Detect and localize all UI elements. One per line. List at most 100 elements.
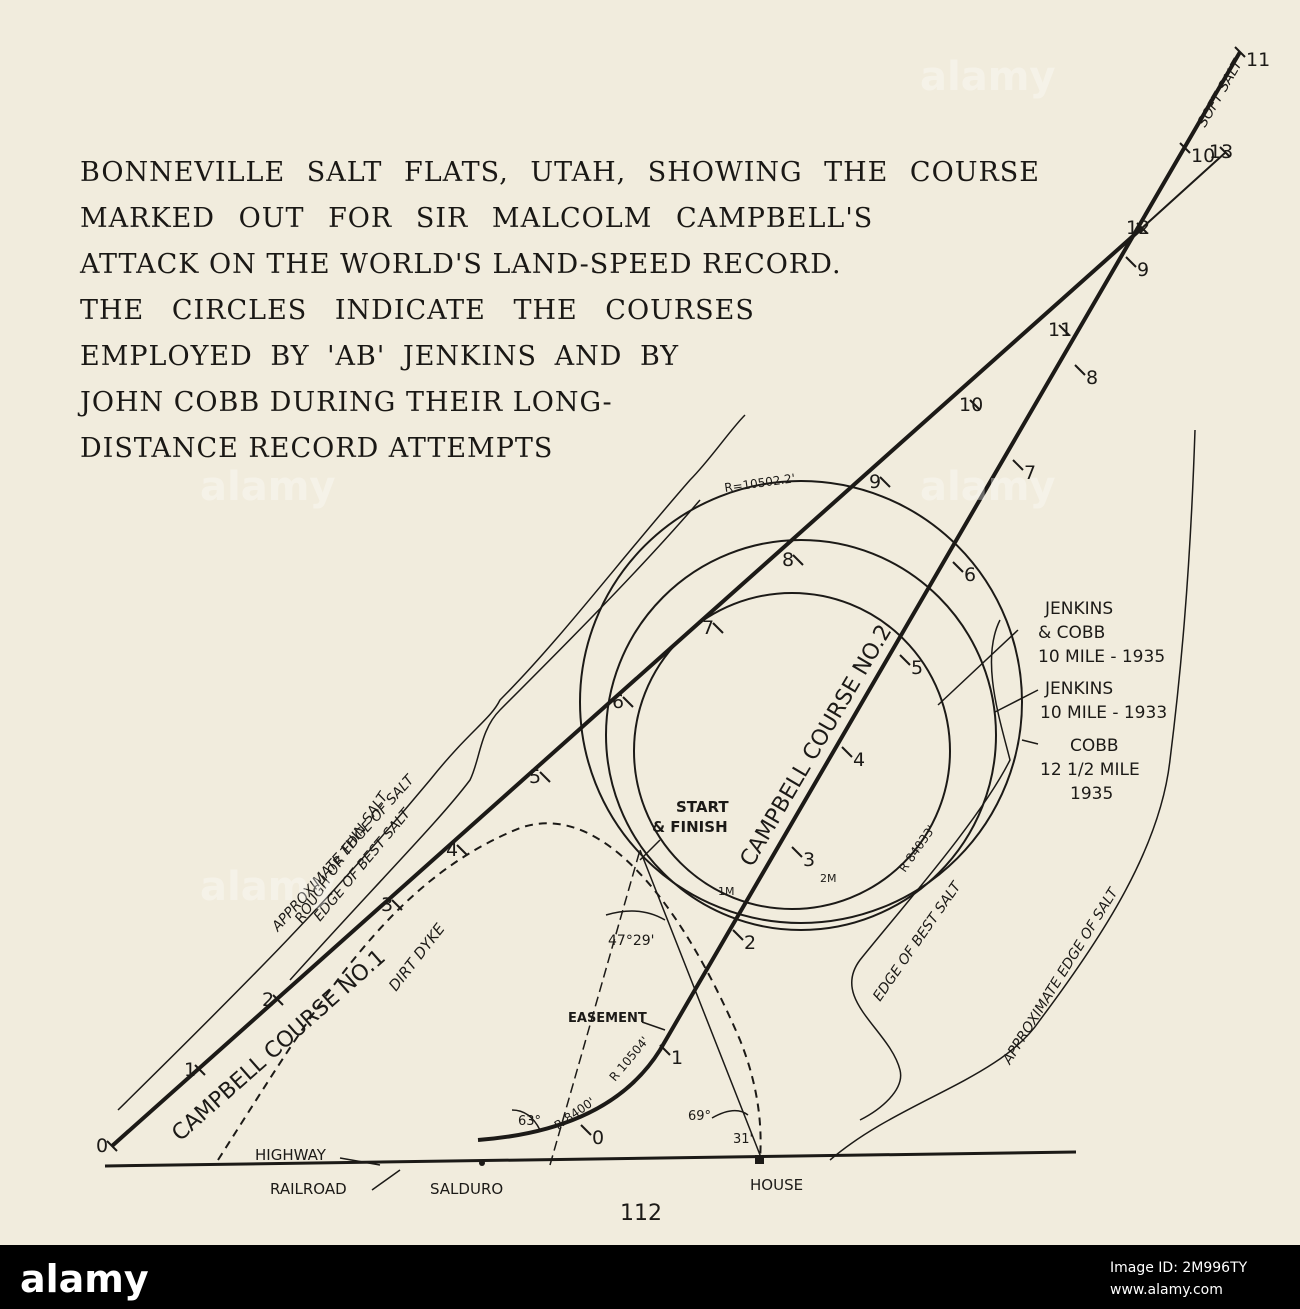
- c1-ticks-label-5: 5: [529, 766, 541, 788]
- c2-ticks-tick-11: [1234, 46, 1246, 58]
- approx-edge-right-label: APPROXIMATE EDGE OF SALT: [999, 884, 1122, 1068]
- c1-ticks-tick-13: [1219, 146, 1231, 158]
- dirt-dyke-label: DIRT DYKE: [385, 920, 449, 995]
- watermark: alamy alamy alamy alamy: [200, 54, 1055, 910]
- c1-ticks-label-8: 8: [782, 549, 794, 571]
- c1-ticks-label-6: 6: [612, 691, 624, 713]
- leader-railroad: [371, 1169, 401, 1191]
- c2-ticks-tick-2: [732, 929, 744, 941]
- angle-arc-69: [711, 1109, 749, 1119]
- c2-ticks-tick-7: [1012, 459, 1024, 471]
- leader-jenkins-1933: [994, 689, 1039, 713]
- construction-line-a: [549, 849, 641, 1166]
- angle-arc-63: [511, 1109, 541, 1131]
- c2-ticks-tick-9: [1125, 256, 1137, 268]
- salduro-marker: [479, 1160, 485, 1166]
- c1-ticks-label-1: 1: [184, 1059, 196, 1081]
- c2-ticks-label-8: 8: [1086, 367, 1098, 389]
- c2-ticks-tick-0: [580, 1124, 592, 1136]
- course-1-label: CAMPBELL COURSE NO.1: [167, 945, 390, 1147]
- footer-bar: [0, 1245, 1300, 1309]
- c2-ticks-tick-4: [841, 746, 853, 758]
- circle-label-cobb-1935: COBB 12 1/2 MILE 1935: [1040, 736, 1145, 804]
- highway-railroad-line: [104, 1150, 1077, 1168]
- c1-ticks-tick-8: [792, 554, 804, 566]
- angle-arc-top: [605, 910, 666, 921]
- course-2-line: [477, 50, 1242, 1142]
- construction-line-b: [639, 849, 763, 1161]
- caption-line-1: BONNEVILLE SALT FLATS, UTAH, SHOWING THE…: [80, 157, 1040, 188]
- c1-ticks-label-13: 13: [1209, 141, 1233, 163]
- c1-ticks-label-10: 10: [959, 394, 983, 416]
- c2-ticks-label-4: 4: [853, 749, 865, 771]
- caption-line-4: THE CIRCLES INDICATE THE COURSES: [80, 295, 755, 326]
- watermark-text-1: alamy: [920, 54, 1055, 100]
- circle-label-jenkins-1933: JENKINS 10 MILE - 1933: [1040, 679, 1167, 723]
- c1-ticks-tick-7: [712, 622, 724, 634]
- c1-ticks-label-12: 12: [1126, 217, 1150, 239]
- c2-ticks-tick-1: [659, 1044, 671, 1056]
- course-1-extension: [1141, 151, 1227, 229]
- leader-cobb-1935: [1021, 739, 1039, 745]
- c1-ticks-tick-2: [272, 994, 284, 1006]
- c1-ticks-tick-10: [969, 399, 981, 411]
- edge-of-best-salt-right: [851, 619, 1011, 1121]
- watermark-text-3: alamy: [920, 464, 1055, 510]
- watermark-text-4: alamy: [200, 864, 335, 910]
- page-number: 112: [620, 1201, 662, 1226]
- c2-ticks-label-9: 9: [1137, 259, 1149, 281]
- radius-large-label: R=10502.2': [723, 471, 796, 495]
- c2-ticks-tick-3: [791, 846, 803, 858]
- c1-ticks-tick-11: [1058, 324, 1070, 336]
- c1-ticks-label-4: 4: [446, 839, 458, 861]
- circle-label-jenkins-cobb-1935: JENKINS & COBB 10 MILE - 1935: [1038, 599, 1165, 667]
- caption-line-2: MARKED OUT FOR SIR MALCOLM CAMPBELL'S: [80, 203, 874, 234]
- c1-ticks-label-0: 0: [96, 1135, 108, 1157]
- c1-ticks-label-11: 11: [1048, 319, 1072, 341]
- soft-salt-label: SOFT SALT: [1195, 56, 1247, 130]
- c1-ticks-tick-3: [391, 899, 403, 911]
- footer-image-id: Image ID: 2M996TY: [1110, 1260, 1248, 1276]
- watermark-text-2: alamy: [200, 464, 335, 510]
- angle-31-label: 31': [733, 1132, 753, 1147]
- c1-ticks-tick-12: [1136, 222, 1148, 234]
- c1-ticks-tick-6: [622, 696, 634, 708]
- circle-jenkins-1933: [605, 539, 997, 931]
- r-10504-label: R 10504': [607, 1034, 652, 1084]
- angle-69-label: 69°: [688, 1109, 711, 1124]
- radius-small-label: R 84033': [896, 823, 938, 875]
- c2-ticks-tick-8: [1074, 364, 1086, 376]
- footer-logo: alamy: [20, 1257, 149, 1301]
- c2-ticks-tick-10: [1179, 142, 1191, 154]
- c2-ticks-label-3: 3: [803, 849, 815, 871]
- c1-ticks-tick-9: [879, 476, 891, 488]
- c2-ticks-label-1: 1: [671, 1047, 683, 1069]
- c2-ticks-label-11: 11: [1246, 49, 1270, 71]
- caption-line-3: ATTACK ON THE WORLD'S LAND-SPEED RECORD.: [80, 249, 842, 280]
- c1-ticks-tick-4: [456, 844, 468, 856]
- c1-ticks-label-3: 3: [381, 894, 393, 916]
- c1-ticks-tick-0: [106, 1140, 118, 1152]
- caption-line-5: EMPLOYED BY 'AB' JENKINS AND BY: [80, 341, 680, 372]
- circle-cobb-1935: [579, 480, 1023, 924]
- footer-site: www.alamy.com: [1110, 1282, 1223, 1298]
- c2-ticks-label-6: 6: [964, 564, 976, 586]
- leader-highway: [339, 1157, 381, 1166]
- c1-ticks-tick-1: [194, 1064, 206, 1076]
- map-caption: BONNEVILLE SALT FLATS, UTAH, SHOWING THE…: [80, 150, 1040, 472]
- c1-ticks-label-9: 9: [869, 471, 881, 493]
- caption-line-6: JOHN COBB DURING THEIR LONG-: [80, 387, 613, 418]
- angle-top-label: 47°29': [608, 933, 654, 949]
- c2-ticks-label-5: 5: [911, 657, 923, 679]
- c2-ticks-label-10: 10: [1191, 145, 1215, 167]
- mile-1-label: 1M: [718, 885, 735, 898]
- circle-jenkins-cobb-1935: [633, 592, 951, 910]
- start-finish-label: START & FINISH: [652, 798, 734, 836]
- easement-label: EASEMENT: [568, 1011, 647, 1026]
- railroad-label: RAILROAD: [270, 1180, 347, 1198]
- c2-ticks-tick-6: [952, 561, 964, 573]
- edge-of-best-salt-left: [289, 499, 701, 981]
- c2-ticks-label-2: 2: [744, 932, 756, 954]
